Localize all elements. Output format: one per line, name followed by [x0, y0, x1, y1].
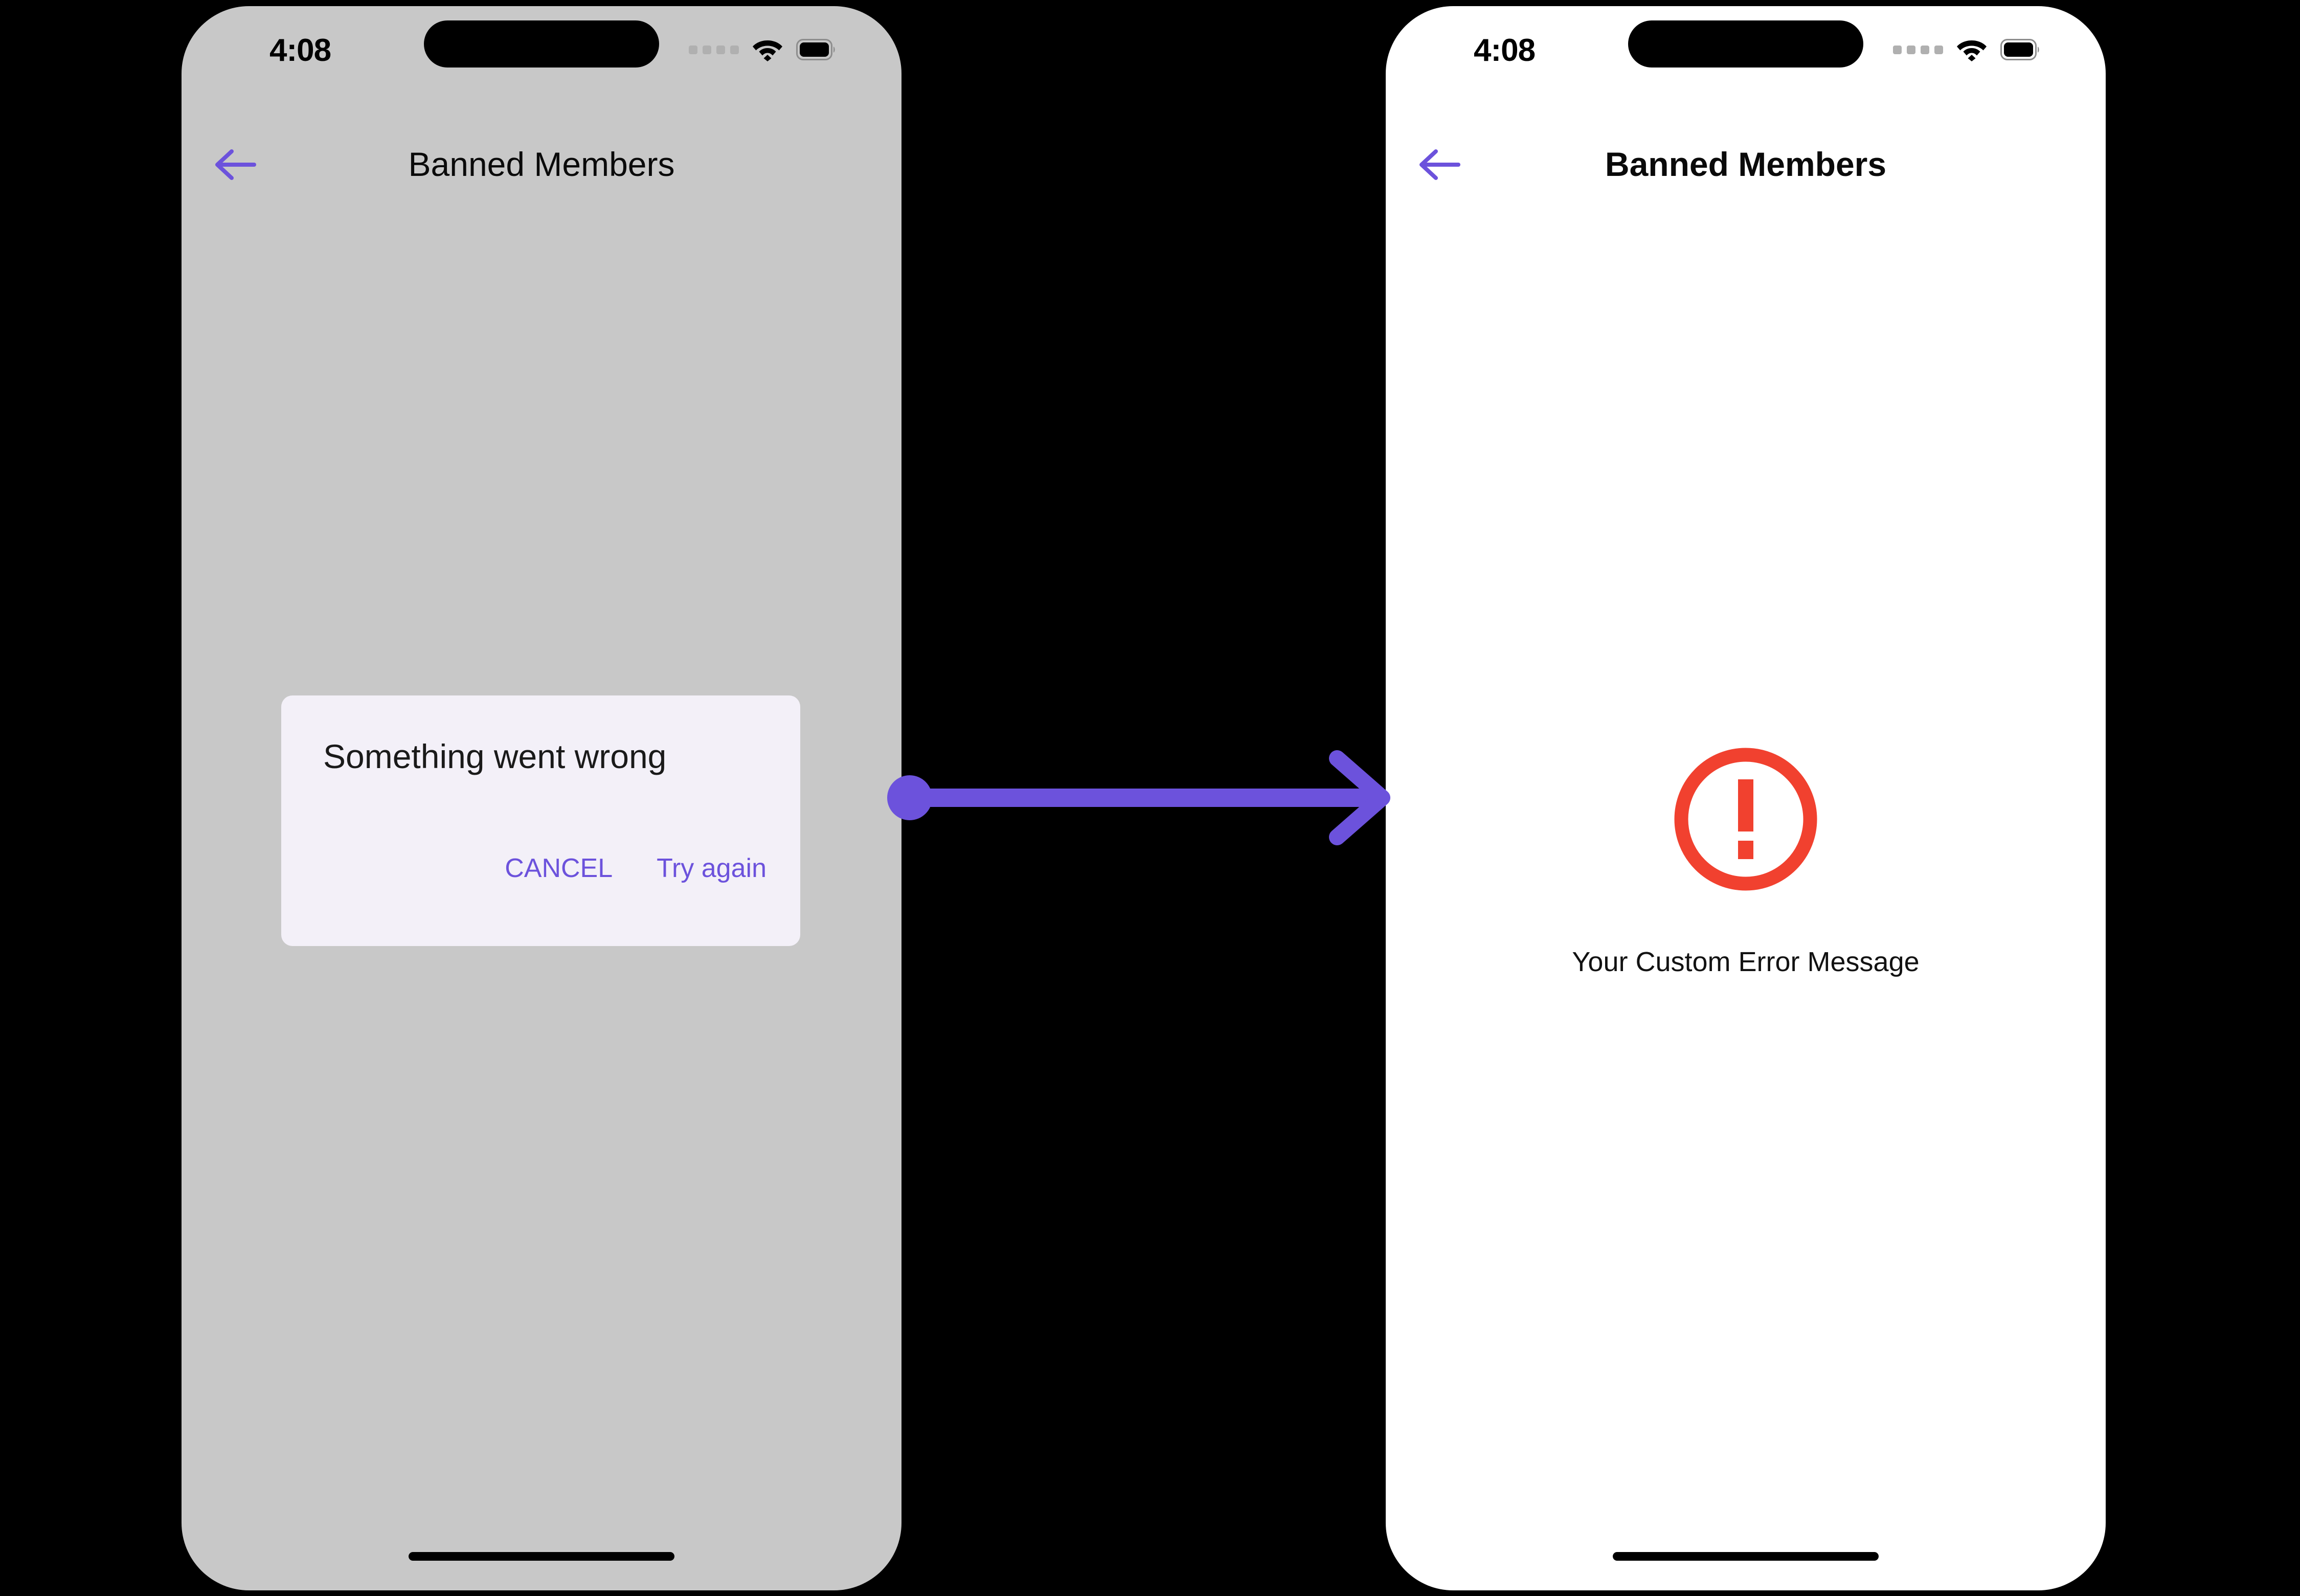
dialog-title: Something went wrong	[323, 737, 667, 775]
error-dialog: Something went wrong CANCEL Try again	[281, 695, 800, 946]
home-indicator[interactable]	[1613, 1552, 1879, 1561]
flow-arrow-right-icon	[887, 750, 1390, 845]
status-bar-after: 4:08	[1386, 6, 2106, 83]
status-bar-before: 4:08	[182, 6, 901, 83]
phone-mockup-after: 4:08 Banned Members	[1386, 6, 2106, 1590]
cancel-button[interactable]: CANCEL	[505, 853, 613, 883]
error-message: Your Custom Error Message	[1572, 947, 1920, 977]
cellular-dots-icon	[689, 45, 739, 54]
nav-bar-after: Banned Members	[1386, 134, 2106, 200]
battery-full-icon	[2000, 39, 2039, 60]
cellular-dots-icon	[1893, 45, 1943, 54]
status-indicators	[689, 38, 836, 61]
home-indicator[interactable]	[409, 1552, 674, 1561]
page-title: Banned Members	[408, 145, 675, 183]
back-arrow-icon[interactable]	[1416, 144, 1463, 185]
custom-error-state: Your Custom Error Message	[1386, 743, 2106, 976]
back-arrow-icon[interactable]	[212, 144, 259, 185]
wifi-icon	[753, 40, 782, 61]
nav-bar-before: Banned Members	[182, 134, 901, 200]
dialog-actions: CANCEL Try again	[505, 855, 766, 882]
status-time: 4:08	[1474, 33, 1536, 68]
phone-mockup-before: 4:08 Banned Members Something went wron	[182, 6, 901, 1590]
battery-full-icon	[796, 39, 835, 60]
status-indicators	[1893, 38, 2040, 61]
dynamic-island	[1628, 20, 1863, 68]
page-title: Banned Members	[1605, 145, 1887, 183]
dynamic-island	[424, 20, 659, 68]
status-time: 4:08	[269, 33, 331, 68]
try-again-button[interactable]: Try again	[657, 853, 766, 883]
wifi-icon	[1957, 40, 1987, 61]
error-exclamation-circle-icon	[1674, 748, 1817, 891]
